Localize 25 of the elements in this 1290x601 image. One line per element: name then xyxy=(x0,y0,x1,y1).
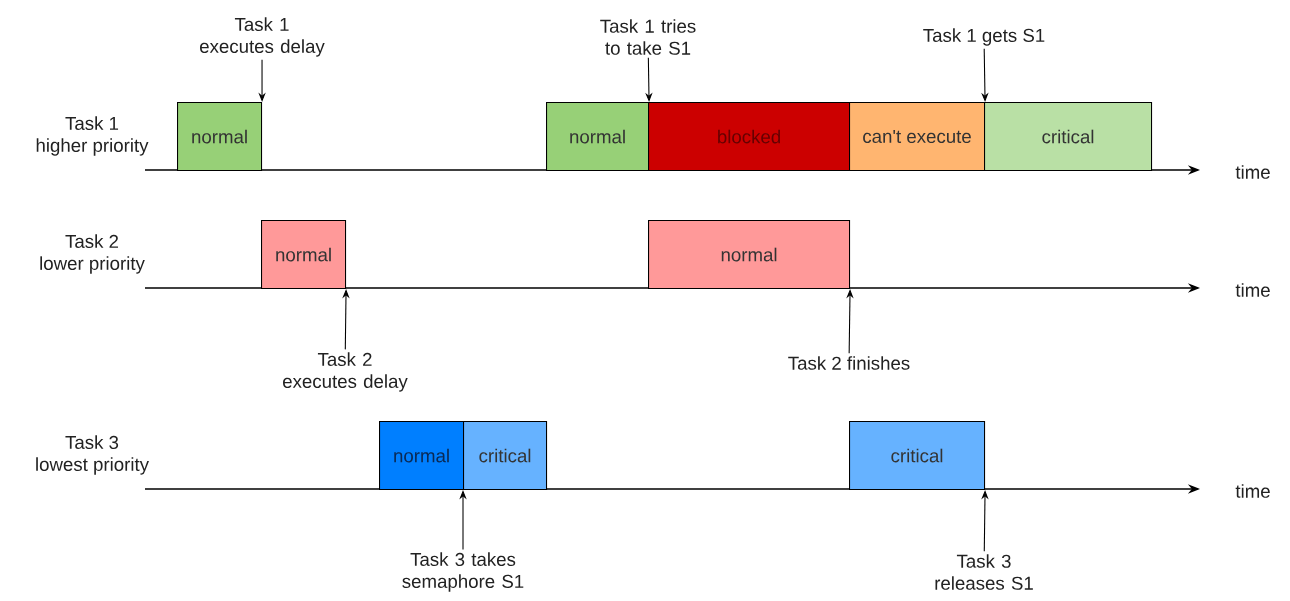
annotation-text: Task 1 tries to take S1 xyxy=(600,19,696,55)
state-block: can't execute xyxy=(849,102,986,172)
arrow xyxy=(981,48,989,102)
axis-label: time xyxy=(1235,283,1270,297)
state-block: critical xyxy=(463,421,548,491)
annotation-text: Task 2 executes delay xyxy=(283,352,408,392)
annotation-text: Task 1 gets S1 xyxy=(923,28,1045,46)
task-label: Task 2 lower priority xyxy=(40,234,145,274)
state-block: normal xyxy=(546,102,650,172)
state-block: normal xyxy=(379,421,465,491)
arrow xyxy=(645,57,653,102)
annotation-text: Task 3 releases S1 xyxy=(935,554,1033,590)
axis-label: time xyxy=(1235,165,1270,179)
annotation-text: Task 1 executes delay xyxy=(200,17,325,57)
state-block: blocked xyxy=(648,102,851,172)
state-block: critical xyxy=(849,421,986,491)
axis-label: time xyxy=(1235,484,1270,498)
annotation-text: Task 2 finishes xyxy=(788,356,910,370)
state-block: normal xyxy=(177,102,263,172)
state-block: normal xyxy=(648,220,851,290)
state-block: normal xyxy=(261,220,347,290)
task-label: Task 1 higher priority xyxy=(36,116,149,156)
state-block: critical xyxy=(984,102,1153,172)
task-label: Task 3 lowest priority xyxy=(36,435,149,475)
annotation-text: Task 3 takes semaphore S1 xyxy=(402,552,524,592)
